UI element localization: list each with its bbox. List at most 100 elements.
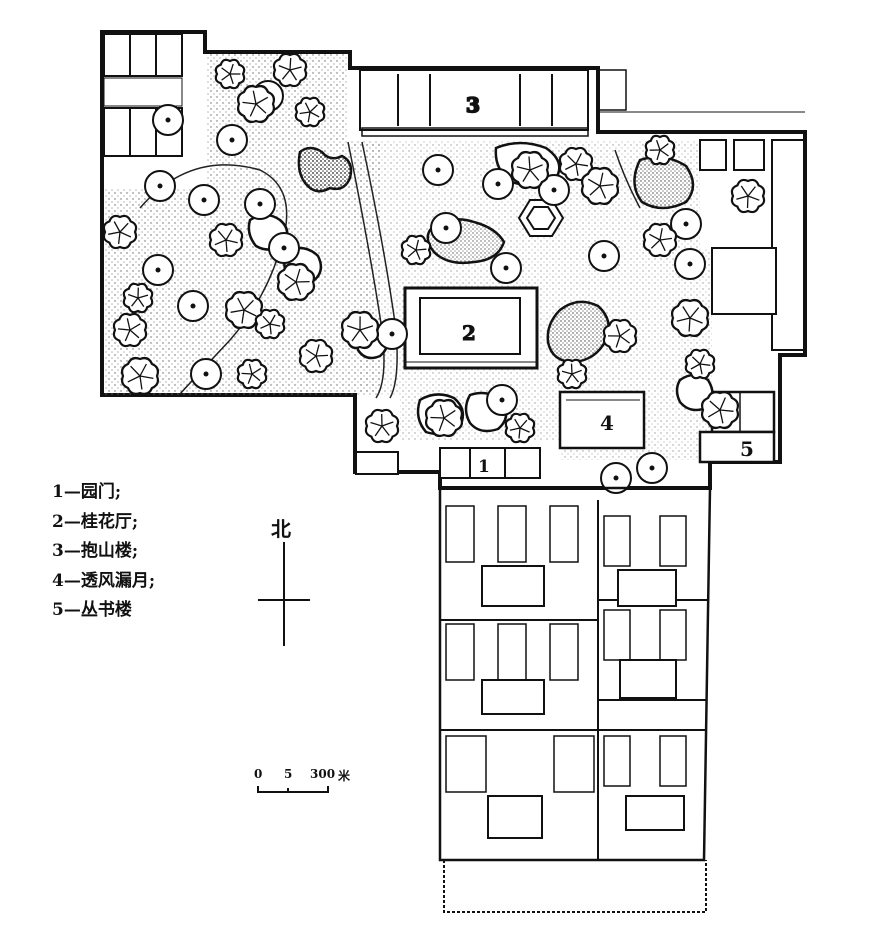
shrub-branch xyxy=(518,427,521,439)
shrub-branch xyxy=(529,164,543,171)
legend-item: 4—透风漏月; xyxy=(52,570,156,591)
shrub-branch xyxy=(509,427,521,431)
shrub-branch xyxy=(255,103,267,114)
shrub-branch xyxy=(217,230,227,241)
shrub-tree-symbols xyxy=(102,52,766,444)
shrub-branch xyxy=(415,239,420,251)
tree-trunk-dot xyxy=(649,465,655,471)
shrub-branch xyxy=(278,64,291,71)
tree-trunk-dot xyxy=(443,225,449,231)
shrub-branch xyxy=(131,297,139,307)
shrub-branch xyxy=(230,309,245,313)
shrub-branch xyxy=(719,409,734,412)
shrub-branch xyxy=(689,307,700,319)
legend-number: 1 xyxy=(52,482,64,502)
shrub-branch xyxy=(615,324,621,337)
shrub-branch xyxy=(656,149,661,161)
shrub-branch xyxy=(130,365,141,377)
shrub-branch xyxy=(561,370,573,375)
scale-tick-5: 5 xyxy=(284,767,293,781)
tree-trunk-dot xyxy=(435,167,441,173)
legend-item: 3—抱山楼; xyxy=(52,541,139,561)
tree-trunk-dot xyxy=(155,267,161,273)
shrub-branch xyxy=(139,363,147,377)
shrub-branch xyxy=(295,268,301,283)
tree-trunk-dot xyxy=(257,201,263,207)
residential-rooms xyxy=(445,505,687,793)
shrub-branch xyxy=(599,185,607,199)
shrub-branch xyxy=(262,315,271,325)
shrub-branch xyxy=(269,323,272,335)
tree-trunk-dot xyxy=(687,261,693,267)
shrub-branch xyxy=(225,239,228,253)
shrub-branch xyxy=(351,329,361,342)
tree-trunk-dot xyxy=(389,331,395,337)
shrub-branch xyxy=(127,293,139,299)
tree-trunk-dot xyxy=(203,371,209,377)
shrub-branch xyxy=(124,329,131,342)
shrub-branch xyxy=(252,90,257,105)
shrub-branch xyxy=(682,306,691,319)
north-label: 北 xyxy=(271,517,291,541)
building-2-guihua-ting: 2 xyxy=(403,286,539,370)
shrub-branch xyxy=(306,355,317,365)
shrub-branch xyxy=(241,309,245,324)
tree-trunk-dot xyxy=(190,303,196,309)
legend-number: 5 xyxy=(52,600,64,620)
shrub-branch xyxy=(305,348,317,357)
shrub-branch xyxy=(108,231,121,235)
hexagonal-pavilion xyxy=(517,199,565,237)
shrub-branch xyxy=(309,104,318,113)
shrub-branch xyxy=(119,231,132,238)
shrub-branch xyxy=(443,409,456,419)
shrub-branch xyxy=(415,248,427,251)
shrub-branch xyxy=(514,418,521,429)
shrub-branch xyxy=(407,249,417,258)
shrub-branch xyxy=(359,329,369,342)
shrub-branch xyxy=(242,101,257,105)
shrub-branch xyxy=(247,373,253,384)
shrub-branch xyxy=(575,163,588,167)
shrub-branch xyxy=(565,373,573,384)
shrub-branch xyxy=(615,335,621,348)
shrub-branch xyxy=(571,369,582,375)
tree-trunk-dot xyxy=(499,397,505,403)
building-4-toufeng-louyue: 4 xyxy=(558,390,646,450)
shrub-branch xyxy=(659,239,666,252)
tree-trunk-dot xyxy=(229,137,235,143)
shrub-branch xyxy=(225,229,233,241)
shrub-branch xyxy=(599,183,614,187)
shrub-branch xyxy=(269,314,276,325)
tree-trunk-dot xyxy=(495,181,501,187)
shrub-branch xyxy=(237,297,245,311)
shrub-branch xyxy=(571,373,580,383)
legend-label: 园门; xyxy=(80,482,122,502)
shrub-branch xyxy=(315,354,329,357)
shrub-branch xyxy=(251,367,262,375)
shrub-branch xyxy=(570,363,573,375)
legend-label: 透风漏月; xyxy=(80,570,156,591)
shrub-branch xyxy=(690,363,701,370)
shrub-branch xyxy=(655,139,661,151)
shrub-branch xyxy=(519,427,530,433)
building-number-4: 4 xyxy=(600,411,614,435)
shrub-branch xyxy=(719,397,726,411)
shrub-branch xyxy=(567,155,577,165)
shrub-branch xyxy=(689,317,703,324)
shrub-branch xyxy=(299,111,311,115)
shrub-branch xyxy=(740,185,749,197)
shrub-branch xyxy=(269,323,281,327)
northwest-rooms xyxy=(103,33,183,157)
shrub-branch xyxy=(619,328,631,337)
shrub-branch xyxy=(137,294,149,299)
shrub-branch xyxy=(688,317,691,332)
shrub-branch xyxy=(139,375,154,380)
shrub-branch xyxy=(659,237,672,241)
legend: 1—园门; 2—桂花厅; 3—抱山楼; 4—透风漏月; 5—丛书楼 xyxy=(52,478,155,626)
shrub-branch xyxy=(374,425,383,437)
shrub-branch xyxy=(241,372,253,375)
legend-label: 抱山楼; xyxy=(80,541,139,561)
shrub-branch xyxy=(129,323,141,331)
tree-trunk-dot xyxy=(165,117,171,123)
